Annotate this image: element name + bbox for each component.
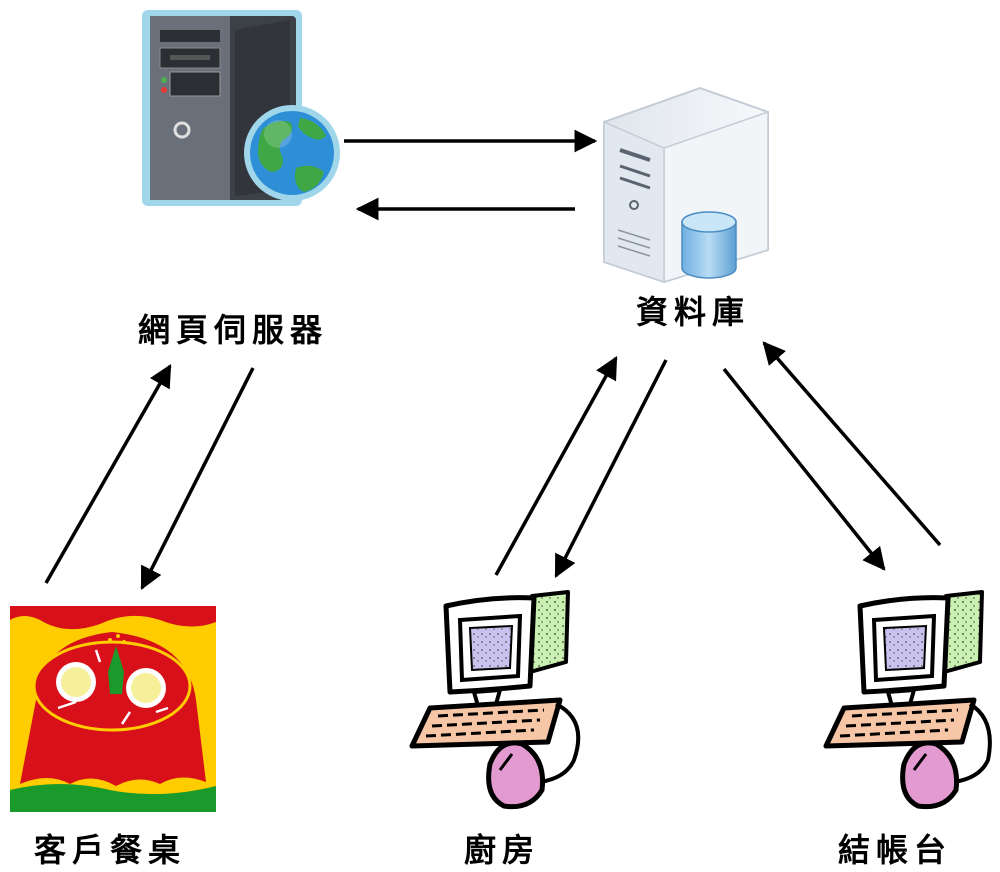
arrow-web-server-to-table xyxy=(140,367,255,591)
checkout-label: 結帳台 xyxy=(838,831,953,869)
customer-table-label: 客戶餐桌 xyxy=(34,831,187,869)
dining-table-icon xyxy=(10,606,216,812)
arrow-kitchen-to-database xyxy=(494,356,618,576)
kitchen-computer-icon xyxy=(409,590,581,810)
arrow-table-to-web-server xyxy=(44,364,172,584)
connection-arrows xyxy=(44,129,942,591)
kitchen-label: 廚房 xyxy=(464,831,541,869)
arrow-database-to-kitchen xyxy=(554,359,668,579)
checkout-computer-icon xyxy=(823,590,992,810)
database-server-icon xyxy=(603,86,769,284)
arrow-database-to-checkout xyxy=(722,367,886,571)
web-server-label: 網頁伺服器 xyxy=(138,311,329,349)
arrow-checkout-to-database xyxy=(762,341,942,547)
database-label: 資料庫 xyxy=(636,293,751,331)
web-server-icon xyxy=(142,10,340,206)
